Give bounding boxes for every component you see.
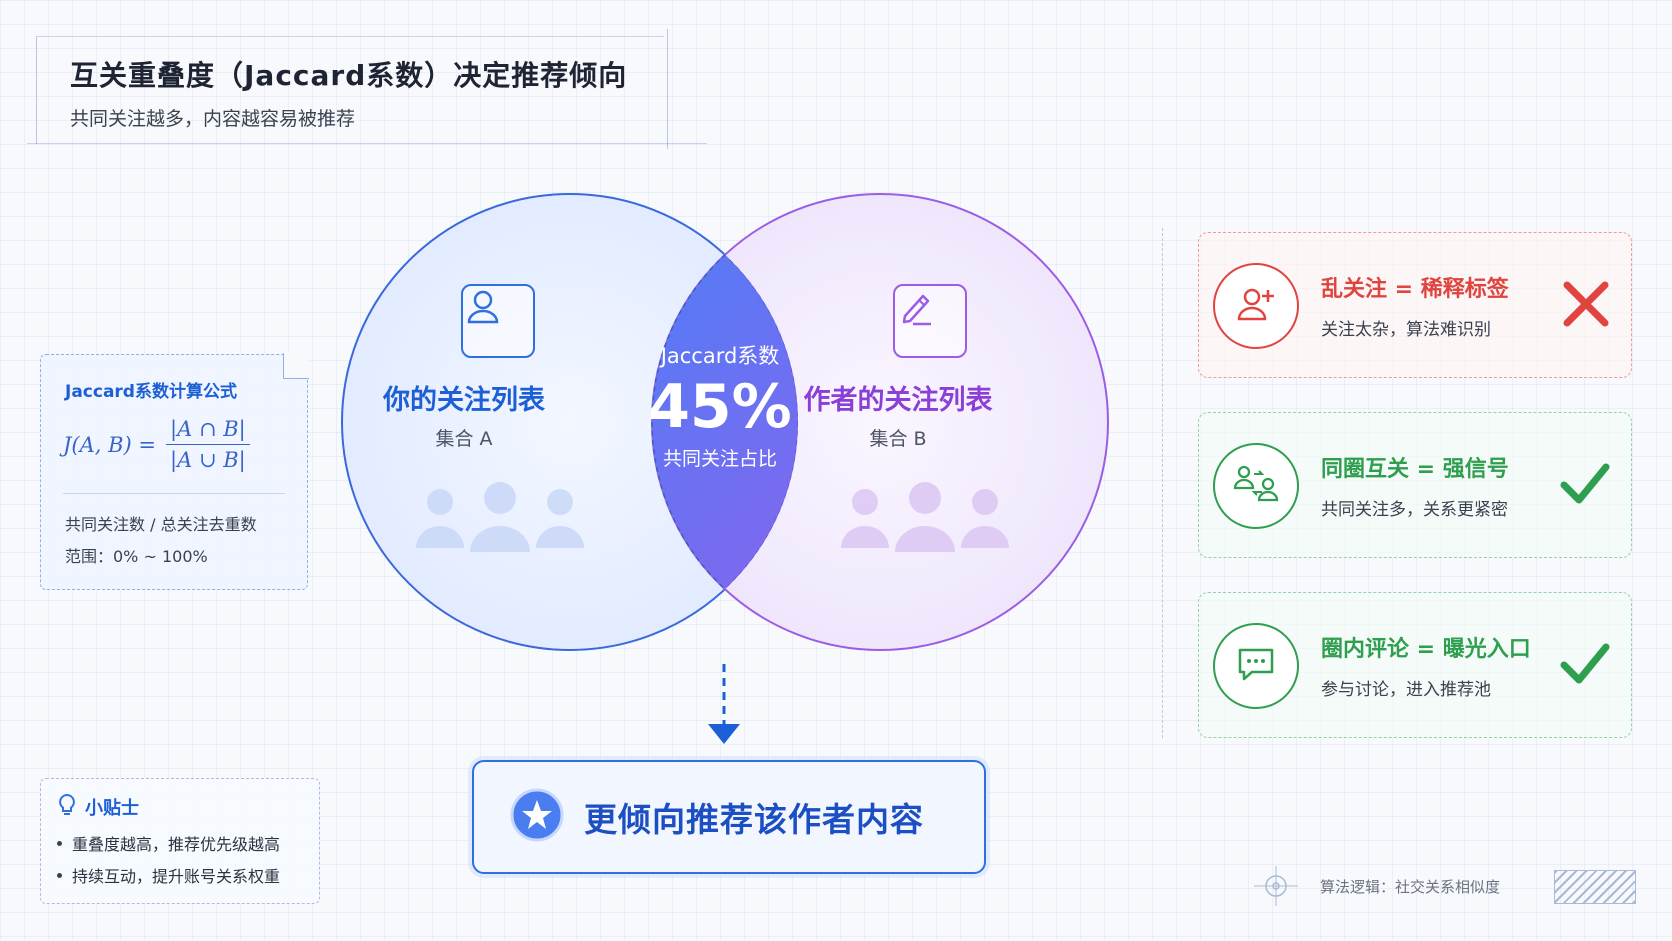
formula-divider [63, 493, 285, 494]
hatch-pattern [1554, 870, 1636, 904]
conclusion-box: 更倾向推荐该作者内容 [472, 760, 986, 874]
lightbulb-icon [57, 793, 77, 821]
tips-item: 持续互动，提升账号关系权重 [57, 863, 280, 887]
card-title: 同圈互关 = 强信号 [1321, 457, 1509, 482]
bullet-dot [57, 840, 62, 846]
set-b-name: 作者的关注列表 [803, 385, 993, 416]
card-sub: 关注太杂，算法难识别 [1321, 320, 1491, 340]
formula-card: Jaccard系数计算公式 J(A, B) = |A ∩ B| |A ∪ B| … [40, 353, 309, 590]
people-group-b-icon [841, 482, 1009, 552]
add-user-icon [1234, 282, 1278, 330]
footer-text: 算法逻辑：社交关系相似度 [1320, 878, 1501, 896]
star-icon [510, 788, 564, 846]
card-bad-follow: 乱关注 = 稀释标签 关注太杂，算法难识别 [1198, 232, 1632, 378]
formula-range: 范围：0% ~ 100% [65, 547, 208, 566]
center-value: 45% [648, 372, 792, 442]
people-group-a-icon [416, 482, 584, 552]
formula-denominator: |A ∪ B| [170, 448, 246, 472]
page-title: 互关重叠度（Jaccard系数）决定推荐倾向 [70, 59, 628, 92]
tips-title: 小贴士 [85, 798, 139, 819]
title-frame [27, 29, 707, 149]
cards-guide-line [1162, 228, 1163, 738]
venn-diagram: 你的关注列表 集合 A 作者的关注列表 集合 B Jaccard系数 45% 共… [330, 176, 1120, 668]
formula-lhs: J(A, B) = [63, 432, 157, 457]
card-icon-ring [1213, 443, 1299, 529]
crosshair-icon [1254, 866, 1298, 910]
mutual-users-icon [1232, 462, 1280, 510]
conclusion-text: 更倾向推荐该作者内容 [584, 800, 924, 839]
tips-item-text: 持续互动，提升账号关系权重 [72, 867, 281, 886]
tips-item: 重叠度越高，推荐优先级越高 [57, 831, 280, 855]
folded-corner [283, 353, 309, 379]
bullet-dot [57, 872, 62, 878]
venn-svg [341, 193, 1109, 651]
formula-fraction: |A ∩ B| |A ∪ B| [166, 417, 250, 472]
card-title: 圈内评论 = 曝光入口 [1321, 637, 1531, 662]
comment-icon [1234, 642, 1278, 690]
footer: 算法逻辑：社交关系相似度 [1240, 862, 1636, 910]
intersection-edge-b [651, 194, 798, 650]
check-icon [1559, 459, 1611, 513]
card-icon-ring [1213, 623, 1299, 709]
edit-icon-box [893, 284, 967, 358]
set-a-name: 你的关注列表 [383, 385, 545, 416]
card-sub: 参与讨论，进入推荐池 [1321, 680, 1491, 700]
card-mutual-follow: 同圈互关 = 强信号 共同关注多，关系更紧密 [1198, 412, 1632, 558]
set-b-sub: 集合 B [869, 428, 927, 450]
formula-note: 共同关注数 / 总关注去重数 [65, 515, 257, 534]
card-icon-ring [1213, 263, 1299, 349]
page-subtitle: 共同关注越多，内容越容易被推荐 [70, 108, 356, 130]
tips-item-text: 重叠度越高，推荐优先级越高 [72, 835, 281, 854]
formula-expression: J(A, B) = |A ∩ B| |A ∪ B| [63, 417, 250, 472]
card-circle-comment: 圈内评论 = 曝光入口 参与讨论，进入推荐池 [1198, 592, 1632, 738]
formula-title: Jaccard系数计算公式 [65, 382, 237, 402]
card-sub: 共同关注多，关系更紧密 [1321, 500, 1508, 520]
set-a-sub: 集合 A [435, 428, 493, 450]
check-icon [1559, 639, 1611, 693]
tips-header: 小贴士 [57, 793, 139, 821]
down-arrow-icon [704, 664, 744, 754]
formula-numerator: |A ∩ B| [166, 417, 250, 445]
cross-icon [1561, 279, 1611, 333]
tips-card: 小贴士 重叠度越高，推荐优先级越高 持续互动，提升账号关系权重 [40, 778, 320, 904]
center-label: Jaccard系数 [660, 344, 780, 368]
center-caption: 共同关注占比 [662, 448, 777, 470]
card-title: 乱关注 = 稀释标签 [1321, 277, 1509, 302]
intersection-lens [652, 194, 798, 650]
user-icon-box [461, 284, 535, 358]
